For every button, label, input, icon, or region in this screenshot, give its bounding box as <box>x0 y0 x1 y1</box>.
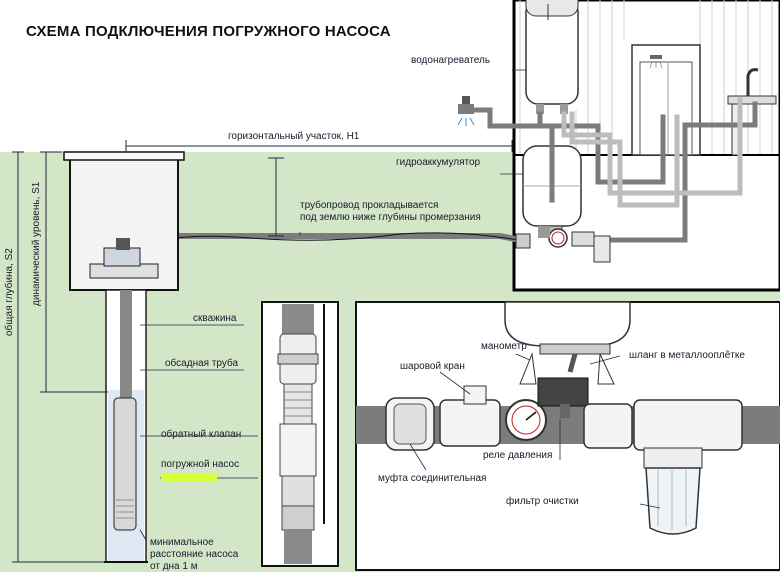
label-casing-pipe: обсадная труба <box>165 358 239 369</box>
label-manometer: манометр <box>481 341 527 352</box>
pressure-group-detail <box>355 301 780 571</box>
pump-highlight <box>161 473 217 482</box>
label-min-distance-2: расстояние насоса <box>150 549 239 560</box>
house-pipes <box>467 97 758 243</box>
label-horizontal-section: горизонтальный участок, H1 <box>228 131 360 142</box>
label-total-depth: общая глубина, S2 <box>4 248 15 336</box>
label-min-distance-1: минимальное <box>150 537 214 548</box>
check-valve-detail <box>261 301 339 567</box>
label-well: скважина <box>193 313 237 324</box>
water-heater <box>525 0 579 114</box>
dimension-lines <box>12 140 513 563</box>
label-pressure-relay: реле давления <box>483 450 553 461</box>
label-ball-valve: шаровой кран <box>400 361 465 372</box>
label-pipeline-2: под землю ниже глубины промерзания <box>300 212 481 223</box>
label-pipeline-1: трубопровод прокладывается <box>300 200 439 211</box>
label-coupling: муфта соединительная <box>378 473 487 484</box>
label-min-distance-3: от дна 1 м <box>150 561 198 572</box>
label-hose: шланг в металлооплêтке <box>629 350 745 361</box>
page-title: СХЕМА ПОДКЛЮЧЕНИЯ ПОГРУЖНОГО НАСОСА <box>26 23 391 40</box>
shower-cabin <box>631 44 701 156</box>
cable-line <box>129 232 519 247</box>
label-check-valve: обратный клапан <box>161 429 242 440</box>
label-filter: фильтр очистки <box>506 496 579 507</box>
label-accumulator: гидроаккумулятор <box>396 157 481 168</box>
pressure-assembly <box>515 226 611 263</box>
sink <box>727 68 777 156</box>
label-submersible-pump: погружной насос <box>161 459 240 470</box>
well-caisson <box>63 151 185 291</box>
tap-icon <box>457 96 475 126</box>
borehole <box>104 289 148 563</box>
label-water-heater: водонагреватель <box>411 55 491 66</box>
label-dynamic-level: динамический уровень, S1 <box>31 181 42 306</box>
